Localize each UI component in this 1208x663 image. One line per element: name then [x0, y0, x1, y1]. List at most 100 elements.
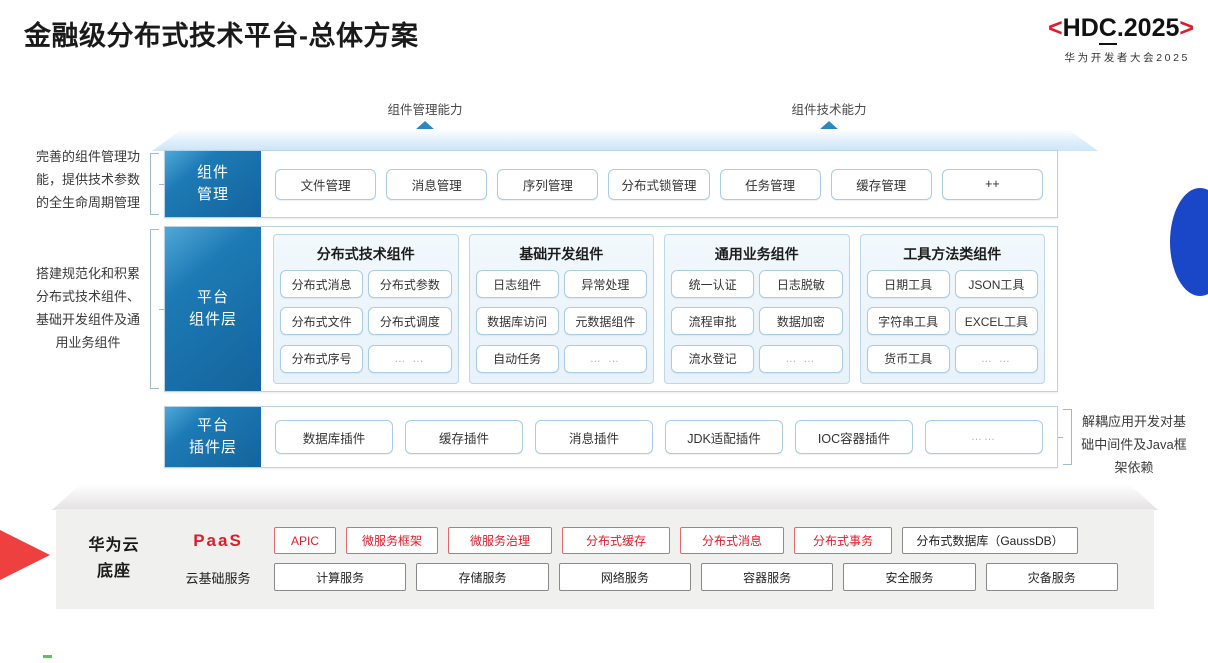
platform-plugin-item[interactable]: 缓存插件	[405, 420, 523, 454]
platform-plugin-item[interactable]: ……	[925, 420, 1043, 454]
bracket-plugin-layer	[1057, 409, 1072, 465]
base-cloud-items: 计算服务存储服务网络服务容器服务安全服务灾备服务	[274, 563, 1118, 591]
component-group-item[interactable]: 异常处理	[563, 270, 647, 298]
paas-service-item[interactable]: 分布式数据库（GaussDB）	[902, 527, 1078, 554]
platform-component-groups: 分布式技术组件分布式消息分布式参数分布式文件分布式调度分布式序号… …基础开发组…	[261, 227, 1057, 391]
paas-service-item[interactable]: 分布式缓存	[562, 527, 670, 554]
platform-plugin-item[interactable]: IOC容器插件	[795, 420, 913, 454]
cloud-service-item[interactable]: 容器服务	[700, 563, 834, 591]
component-group-item[interactable]: 统一认证	[671, 270, 755, 298]
base-paas-label: PaaS	[193, 530, 243, 550]
component-management-item[interactable]: 文件管理	[275, 168, 377, 200]
component-group-grid: 分布式消息分布式参数分布式文件分布式调度分布式序号… …	[280, 270, 452, 377]
platform-plugin-item[interactable]: 消息插件	[535, 420, 653, 454]
paas-service-item[interactable]: 分布式消息	[680, 527, 784, 554]
layer-label-component-management: 组件 管理	[165, 151, 261, 217]
paas-service-item[interactable]: 微服务框架	[346, 527, 438, 554]
layer-label-line2: 插件层	[188, 439, 237, 456]
layer-platform-plugin: 平台 插件层 数据库插件缓存插件消息插件 JDK适配插件 IOC容器插件 ……	[164, 406, 1058, 468]
component-group-item[interactable]: EXCEL工具	[954, 307, 1038, 336]
platform-plugin-items: 数据库插件缓存插件消息插件 JDK适配插件 IOC容器插件 ……	[261, 407, 1057, 467]
hdc-close-bracket: >	[1179, 14, 1194, 42]
base-top-plate	[52, 484, 1158, 510]
hdc-open-bracket: <	[1048, 14, 1063, 42]
platform-top-plate	[152, 129, 1098, 151]
layer-label-platform-plugin: 平台 插件层	[165, 407, 261, 467]
decor-red-wedge-shape	[0, 508, 50, 602]
cloud-service-item[interactable]: 存储服务	[416, 563, 549, 591]
component-group-item[interactable]: 日志组件	[475, 270, 559, 298]
base-title: 华为云 底座	[56, 533, 172, 584]
base-paas-items: APIC 微服务框架微服务治理分布式缓存分布式消息分布式事务分布式数据库（Gaus…	[274, 527, 1118, 554]
component-management-item[interactable]: ++	[941, 168, 1043, 200]
layer-label-line1: 组件	[196, 164, 229, 182]
platform-plugin-item[interactable]: 数据库插件	[275, 420, 393, 454]
component-group-item[interactable]: 自动任务	[475, 344, 559, 373]
component-management-item[interactable]: 消息管理	[386, 168, 488, 200]
component-group-title: 分布式技术组件	[316, 246, 415, 262]
component-group: 分布式技术组件分布式消息分布式参数分布式文件分布式调度分布式序号… …	[273, 234, 459, 384]
side-note-left-platform-components: 搭建规范化和积累分布式技术组件、基础开发组件及通用业务组件	[35, 266, 140, 351]
component-group-item[interactable]: 字符串工具	[866, 307, 950, 336]
cloud-service-item[interactable]: 网络服务	[558, 563, 691, 591]
hdc-underlined-char: C	[1098, 14, 1117, 45]
component-group-item[interactable]: 数据加密	[759, 307, 843, 336]
component-group-item[interactable]: 流程审批	[671, 307, 755, 336]
base-title-line2: 底座	[96, 563, 131, 580]
component-group-grid: 日志组件异常处理数据库访问元数据组件自动任务… …	[475, 270, 647, 377]
cloud-service-item[interactable]: 计算服务	[274, 563, 407, 591]
component-group-item[interactable]: 分布式调度	[368, 307, 452, 336]
component-management-items: 文件管理消息管理序列管理分布式锁管理任务管理缓存管理 ++	[261, 151, 1057, 217]
base-cloud-label: 云基础服务	[185, 570, 251, 586]
layer-label-line2: 管理	[196, 186, 229, 203]
base-cloud-row: 云基础服务 计算服务存储服务网络服务容器服务安全服务灾备服务	[172, 563, 1118, 591]
layer-label-line1: 平台	[196, 417, 229, 435]
component-management-item[interactable]: 缓存管理	[830, 168, 932, 200]
component-group-item[interactable]: 日期工具	[866, 270, 950, 298]
base-title-line1: 华为云	[88, 537, 140, 555]
component-management-item[interactable]: 序列管理	[497, 168, 599, 200]
layer-label-line1: 平台	[196, 289, 229, 307]
component-group-item[interactable]: 分布式文件	[280, 307, 364, 336]
component-group-item[interactable]: 货币工具	[866, 344, 950, 373]
bracket-platform-components	[150, 229, 165, 389]
component-group-item[interactable]: 分布式参数	[368, 270, 452, 298]
hdc-logo-main: <HDC.2025>	[1048, 14, 1194, 45]
component-group-item[interactable]: … …	[954, 344, 1038, 373]
side-note-right-plugin-layer: 解耦应用开发对基础中间件及Java框架依赖	[1081, 414, 1187, 476]
platform-plugin-item[interactable]: JDK适配插件	[665, 420, 783, 454]
decor-blue-lens-shape	[1170, 188, 1208, 296]
cloud-service-item[interactable]: 安全服务	[843, 563, 976, 591]
hdc-logo-subtitle: 华为开发者大会2025	[1064, 52, 1190, 64]
component-group-item[interactable]: 分布式序号	[280, 344, 364, 373]
paas-service-item[interactable]: APIC	[274, 527, 336, 554]
hdc-text-after-underline: .2025	[1116, 14, 1180, 42]
component-group-title: 通用业务组件	[714, 246, 799, 262]
cloud-service-item[interactable]: 灾备服务	[985, 563, 1118, 591]
component-management-item[interactable]: 分布式锁管理	[608, 168, 710, 200]
layer-label-platform-component: 平台 组件层	[165, 227, 261, 391]
component-group-item[interactable]: 元数据组件	[563, 307, 647, 336]
paas-service-item[interactable]: 微服务治理	[448, 527, 552, 554]
paas-service-item[interactable]: 分布式事务	[794, 527, 892, 554]
component-group-item[interactable]: JSON工具	[954, 270, 1038, 298]
arrow-label-2: 组件技术能力	[791, 103, 867, 117]
base-paas-row: PaaS APIC 微服务框架微服务治理分布式缓存分布式消息分布式事务分布式数据库…	[172, 527, 1118, 554]
component-group-item[interactable]: 分布式消息	[280, 270, 364, 298]
component-group: 基础开发组件日志组件异常处理数据库访问元数据组件自动任务… …	[468, 234, 654, 384]
component-management-item[interactable]: 任务管理	[719, 168, 821, 200]
component-group-item[interactable]: 流水登记	[671, 344, 755, 373]
component-group-title: 工具方法类组件	[903, 246, 1002, 262]
component-group-item[interactable]: … …	[759, 344, 843, 373]
component-group-item[interactable]: … …	[563, 344, 647, 373]
hdc-text-before-underline: HD	[1062, 14, 1099, 42]
component-group-item[interactable]: 日志脱敏	[759, 270, 843, 298]
page-title: 金融级分布式技术平台-总体方案	[24, 21, 419, 51]
component-group-grid: 统一认证日志脱敏流程审批数据加密流水登记… …	[671, 270, 843, 377]
decor-green-tick-shape	[43, 655, 52, 658]
component-group-item[interactable]: … …	[368, 344, 452, 373]
bracket-component-management	[150, 153, 165, 215]
component-group-item[interactable]: 数据库访问	[475, 307, 559, 336]
